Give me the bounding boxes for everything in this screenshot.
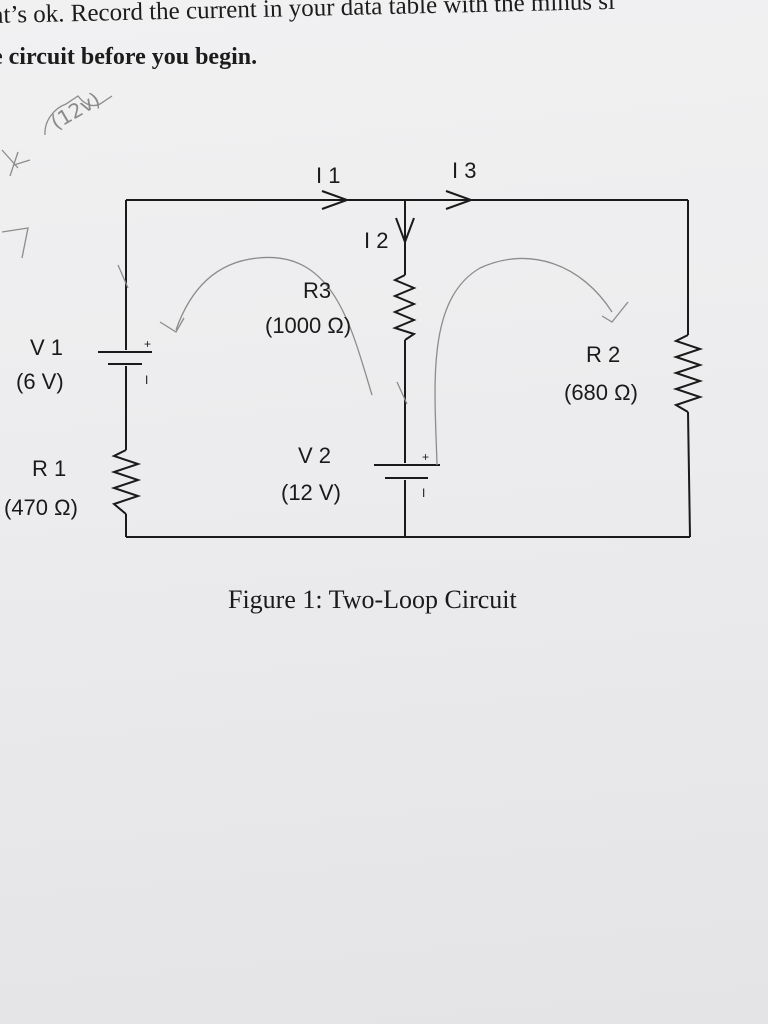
v1-minus-mark: I [145, 373, 148, 387]
v1-value-label: (6 V) [16, 369, 64, 394]
v2-minus-mark: I [422, 486, 425, 500]
pencil-mark-7 [1, 227, 29, 259]
r2-name-label: R 2 [586, 342, 620, 367]
pencil-mark-4 [1, 149, 31, 177]
v2-name-label: V 2 [298, 443, 331, 468]
v2-value-label: (12 V) [281, 480, 341, 505]
i3-arrow [445, 190, 474, 210]
figure-caption: Figure 1: Two-Loop Circuit [228, 585, 518, 614]
pencil-switch-left [117, 264, 129, 289]
pencil-switch-middle [396, 381, 408, 405]
r1-resistor [110, 449, 142, 515]
pencil-loop-right [434, 257, 613, 466]
i1-arrow [321, 190, 350, 210]
pencil-note-12v [44, 95, 113, 136]
r1-value-label: (470 Ω) [4, 495, 78, 520]
r2-resistor [672, 334, 704, 413]
instruction-line-bold: e circuit before you begin. [0, 44, 258, 70]
r3-value-label: (1000 Ω) [265, 313, 351, 338]
r3-name-label: R3 [303, 278, 331, 303]
r3-resistor [392, 274, 417, 341]
r2-value-label: (680 Ω) [564, 380, 638, 405]
v1-plus-sign: + [144, 337, 151, 351]
i1-label: I 1 [316, 163, 340, 188]
r1-name-label: R 1 [32, 456, 66, 481]
v2-plus-sign: + [422, 450, 429, 464]
pencil-arrowhead-left [159, 317, 185, 333]
i3-label: I 3 [452, 158, 476, 183]
pencil-loop-left [175, 256, 373, 396]
right-wire-bottom [687, 411, 691, 538]
handwritten-note-12v: (12v) [47, 87, 105, 134]
i2-arrow [395, 217, 415, 245]
pencil-arrowhead-right [601, 301, 629, 323]
v1-name-label: V 1 [30, 335, 63, 360]
i2-label: I 2 [364, 228, 388, 253]
handwritten-mark-4: 4 [22, 179, 23, 181]
handwritten-mark-7: 7 [22, 257, 23, 259]
